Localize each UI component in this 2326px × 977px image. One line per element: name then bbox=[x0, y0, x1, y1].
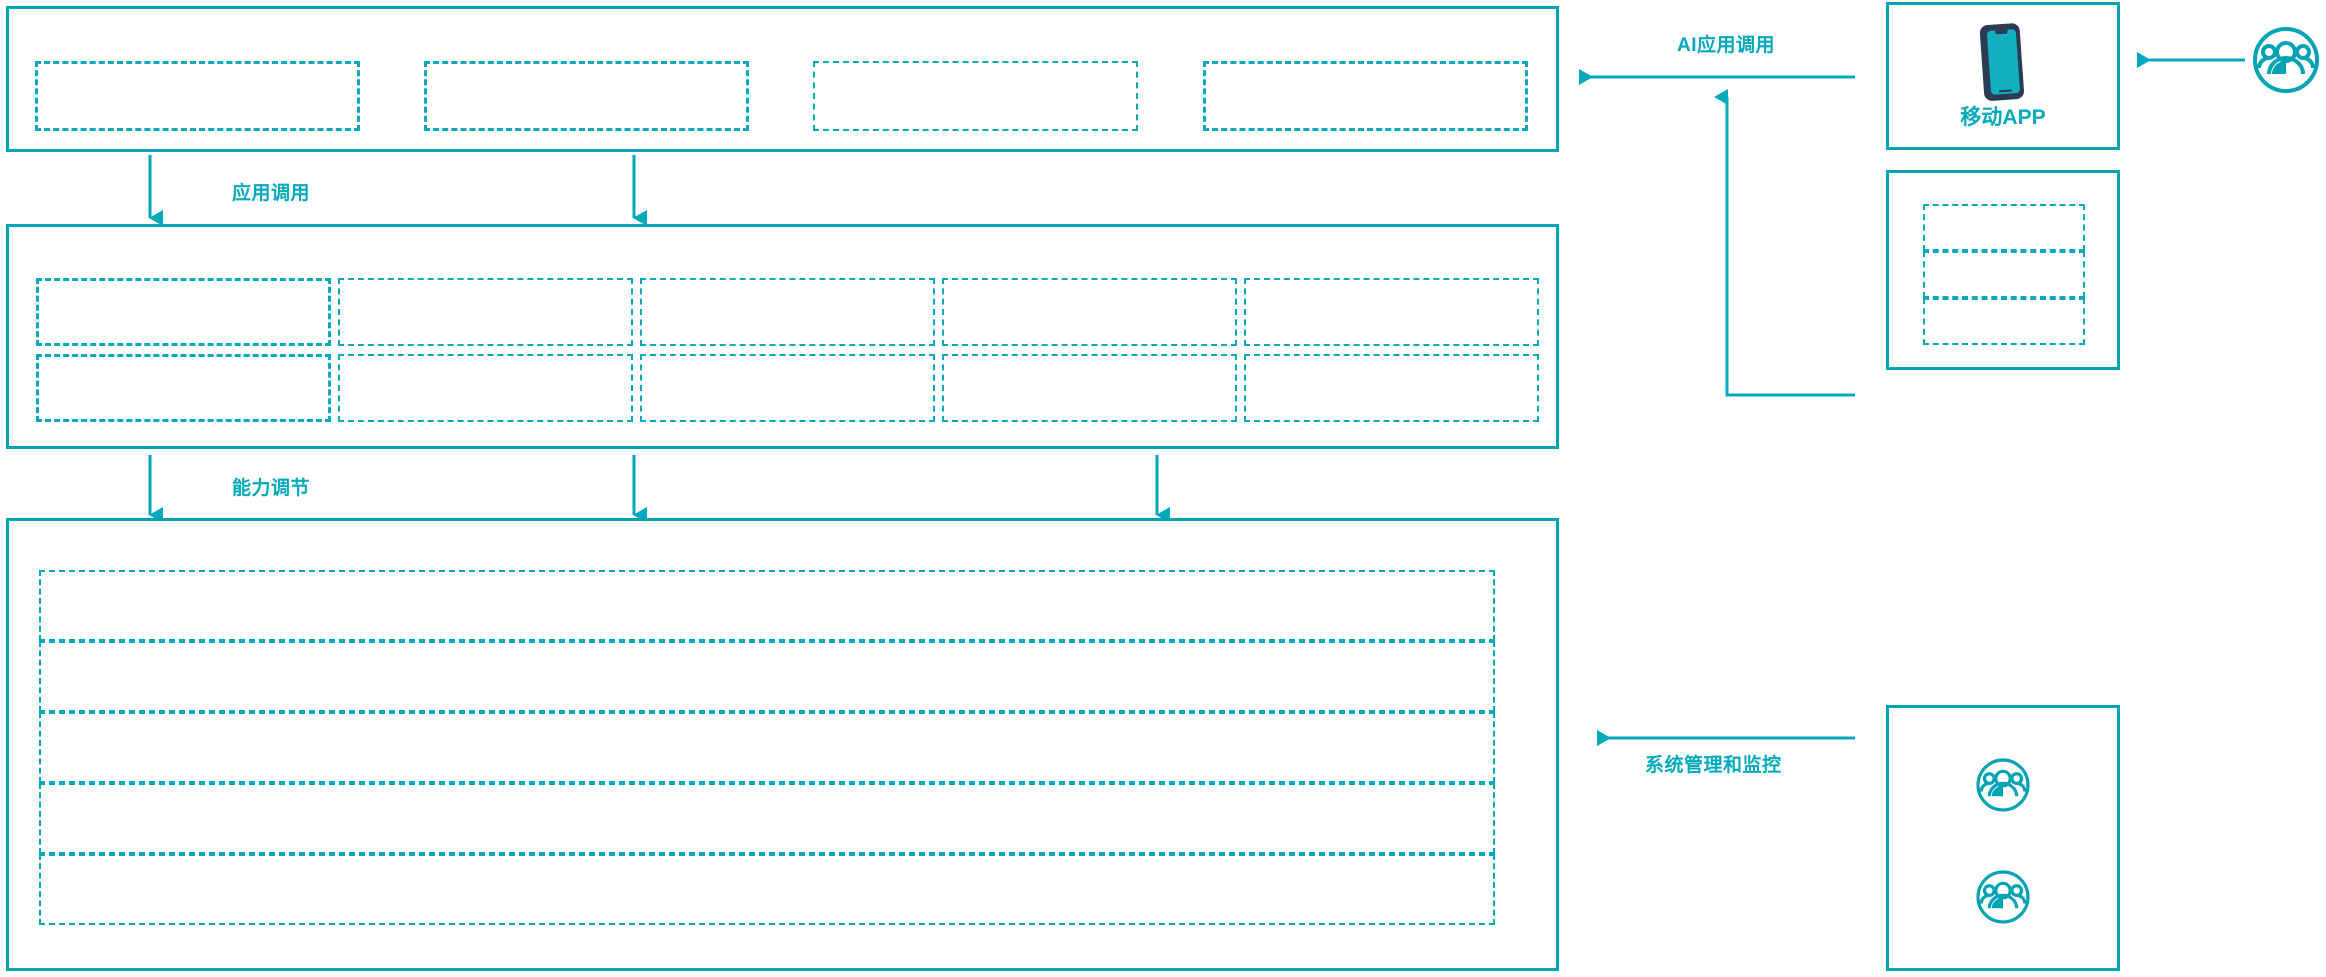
application-slot[interactable] bbox=[813, 61, 1138, 131]
connector-label-ai-app-call: AI应用调用 bbox=[1677, 35, 1776, 56]
capability-slot[interactable] bbox=[338, 278, 633, 346]
arrow-app-to-capability bbox=[148, 155, 647, 226]
capability-layer-panel bbox=[6, 224, 1559, 449]
application-slot[interactable] bbox=[35, 61, 360, 131]
capability-slot[interactable] bbox=[942, 354, 1237, 422]
capability-slot[interactable] bbox=[338, 354, 633, 422]
mobile-app-caption: 移动APP bbox=[1960, 106, 2046, 129]
connector-label-capability-tune: 能力调节 bbox=[232, 478, 311, 499]
capability-slot[interactable] bbox=[640, 278, 935, 346]
capability-slot[interactable] bbox=[36, 354, 331, 422]
platform-layer-panel bbox=[6, 518, 1559, 971]
platform-slot[interactable] bbox=[39, 783, 1495, 854]
user-group-icon[interactable] bbox=[1974, 868, 2032, 926]
admin-monitor-box bbox=[1886, 705, 2120, 971]
capability-slot[interactable] bbox=[1244, 354, 1539, 422]
channel-slot[interactable] bbox=[1923, 298, 2085, 345]
platform-slot[interactable] bbox=[39, 641, 1495, 712]
capability-slot[interactable] bbox=[942, 278, 1237, 346]
channel-box bbox=[1886, 170, 2120, 370]
application-slot[interactable] bbox=[1203, 61, 1528, 131]
capability-slot[interactable] bbox=[1244, 278, 1539, 346]
capability-slot[interactable] bbox=[640, 354, 935, 422]
channel-slot[interactable] bbox=[1923, 204, 2085, 251]
connector-label-app-call: 应用调用 bbox=[232, 183, 311, 204]
connector-label-system-admin: 系统管理和监控 bbox=[1645, 755, 1782, 776]
mobile-app-box[interactable]: 移动APP bbox=[1886, 2, 2120, 150]
end-user-group-icon[interactable] bbox=[2250, 24, 2322, 96]
channel-slot[interactable] bbox=[1923, 251, 2085, 298]
application-layer-panel bbox=[6, 6, 1559, 152]
platform-slot[interactable] bbox=[39, 712, 1495, 783]
platform-slot[interactable] bbox=[39, 570, 1495, 641]
mobile-phone-icon bbox=[1979, 23, 2026, 103]
platform-slot[interactable] bbox=[39, 854, 1495, 925]
application-slot[interactable] bbox=[424, 61, 749, 131]
arrow-ai-app-call bbox=[1579, 69, 1855, 397]
capability-slot[interactable] bbox=[36, 278, 331, 346]
user-group-icon[interactable] bbox=[1974, 756, 2032, 814]
